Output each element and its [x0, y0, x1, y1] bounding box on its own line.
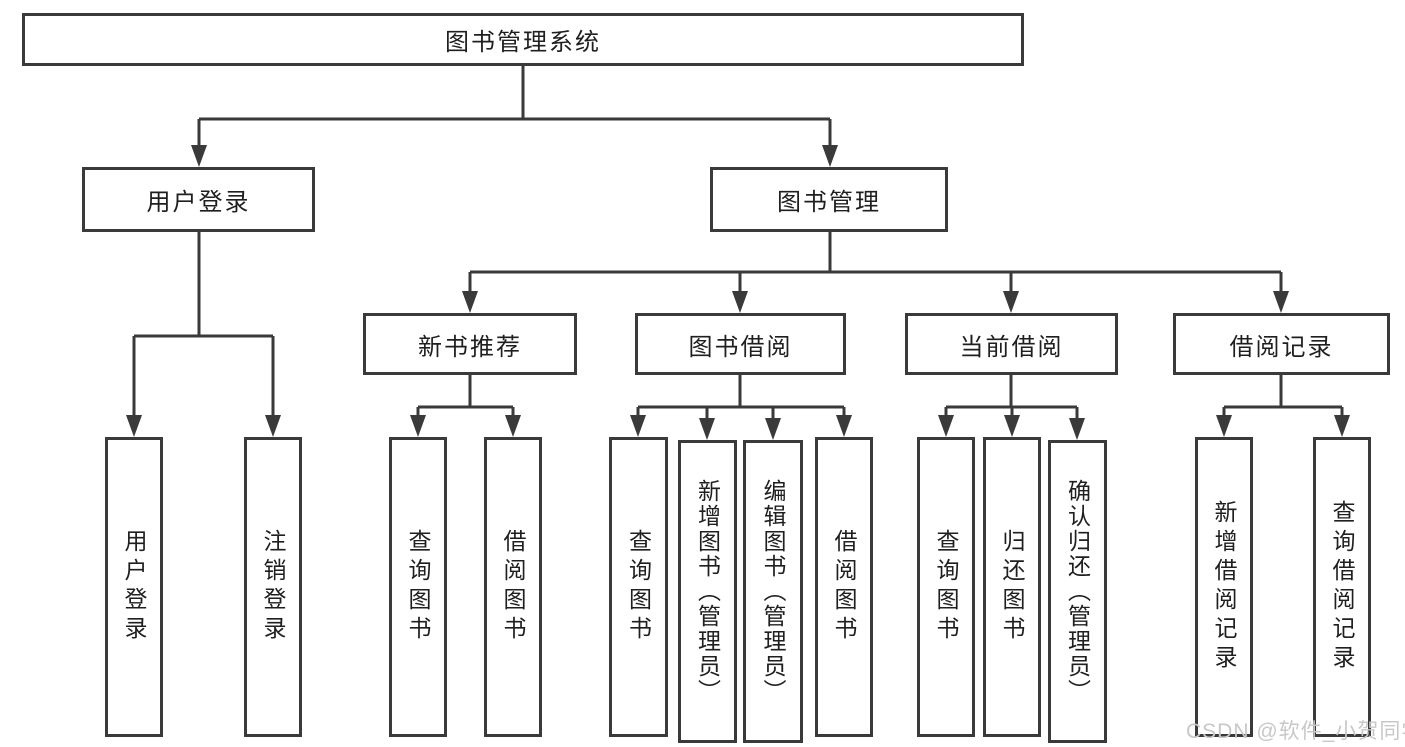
- node-root: 图书管理系统: [22, 13, 1024, 66]
- arrowhead-icons: [126, 145, 1350, 440]
- leaf-logout-label: 注销登录: [260, 529, 286, 645]
- leaf-add-borrow-record-label: 新增借阅记录: [1211, 500, 1237, 674]
- leaf-logout: 注销登录: [244, 437, 302, 737]
- leaf-add-books-admin-label: 新增图书（管理员）: [694, 479, 721, 704]
- leaf-recommend-borrow-books-label: 借阅图书: [500, 529, 526, 645]
- leaf-edit-books-admin: 编辑图书（管理员）: [743, 440, 803, 743]
- leaf-current-query-books-label: 查询图书: [933, 529, 959, 645]
- leaf-return-books-label: 归还图书: [999, 529, 1025, 645]
- node-current-borrow: 当前借阅: [905, 313, 1118, 375]
- leaf-borrow-query-books: 查询图书: [609, 437, 668, 737]
- leaf-user-login-label: 用户登录: [121, 529, 147, 645]
- leaf-return-books: 归还图书: [983, 437, 1041, 737]
- leaf-add-books-admin: 新增图书（管理员）: [678, 440, 737, 743]
- leaf-add-borrow-record: 新增借阅记录: [1195, 437, 1253, 737]
- leaf-borrow-borrow-books-label: 借阅图书: [831, 529, 857, 645]
- node-current-borrow-label: 当前借阅: [959, 333, 1064, 361]
- leaf-recommend-borrow-books: 借阅图书: [484, 437, 542, 737]
- node-borrow-record-label: 借阅记录: [1229, 333, 1334, 361]
- node-new-book-recommend-label: 新书推荐: [418, 333, 522, 361]
- node-book-borrow: 图书借阅: [635, 313, 846, 375]
- leaf-confirm-return-admin-label: 确认归还（管理员）: [1064, 479, 1091, 704]
- leaf-recommend-query-books-label: 查询图书: [405, 529, 431, 645]
- leaf-borrow-borrow-books: 借阅图书: [815, 437, 873, 737]
- node-new-book-recommend: 新书推荐: [363, 313, 577, 375]
- leaf-query-borrow-record: 查询借阅记录: [1313, 437, 1371, 737]
- node-user-login-label: 用户登录: [146, 189, 251, 216]
- node-root-label: 图书管理系统: [445, 29, 601, 56]
- node-book-management-label: 图书管理: [777, 189, 881, 216]
- connector-lines: [132, 66, 1344, 424]
- leaf-edit-books-admin-label: 编辑图书（管理员）: [760, 479, 786, 704]
- node-book-borrow-label: 图书借阅: [688, 333, 793, 361]
- leaf-borrow-query-books-label: 查询图书: [625, 529, 652, 645]
- leaf-query-borrow-record-label: 查询借阅记录: [1329, 500, 1355, 674]
- leaf-confirm-return-admin: 确认归还（管理员）: [1048, 440, 1107, 743]
- node-book-management: 图书管理: [710, 167, 948, 232]
- csdn-watermark: CSDN @软件_小贺同学: [1186, 720, 1405, 743]
- leaf-recommend-query-books: 查询图书: [389, 437, 447, 737]
- leaf-current-query-books: 查询图书: [917, 437, 975, 737]
- node-user-login: 用户登录: [82, 167, 315, 232]
- node-borrow-record: 借阅记录: [1173, 313, 1390, 375]
- leaf-user-login: 用户登录: [105, 437, 163, 737]
